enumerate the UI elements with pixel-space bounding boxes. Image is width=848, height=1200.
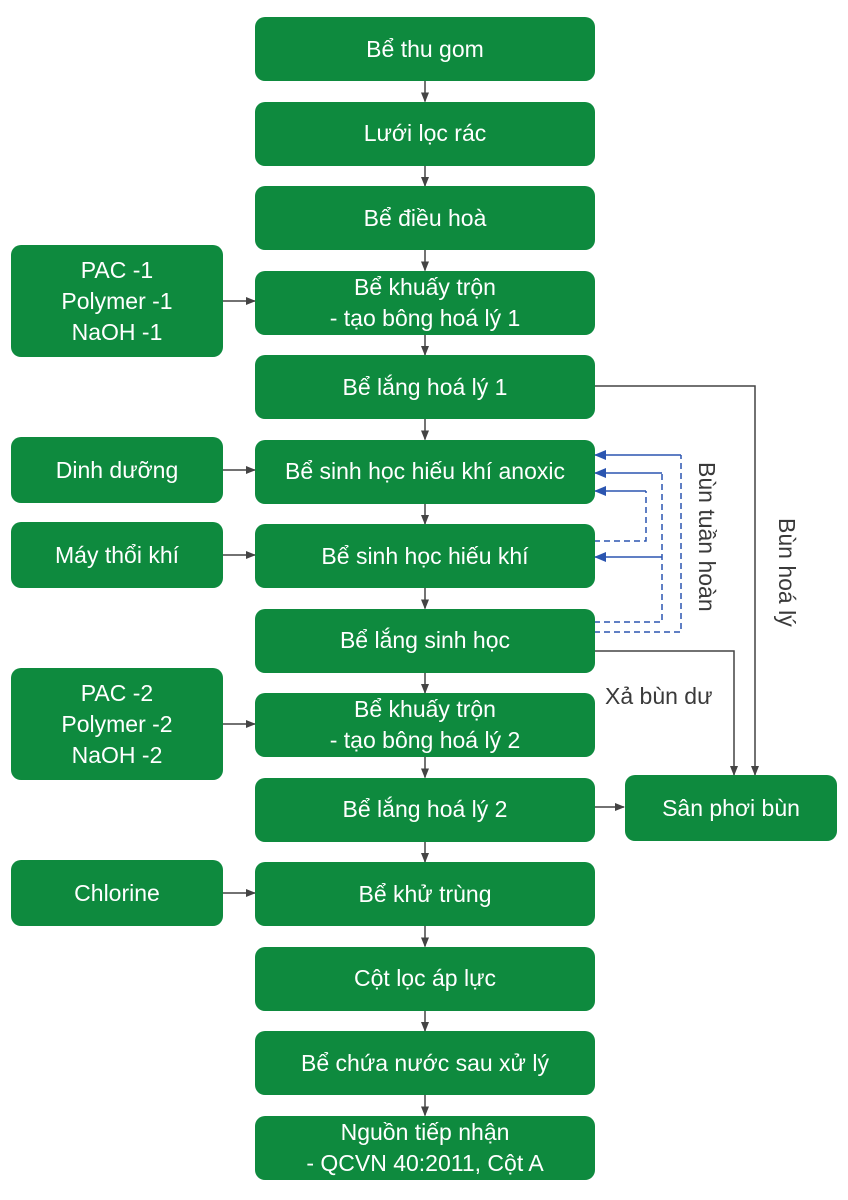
- process-step-be-lang-hoa-ly-2: Bể lắng hoá lý 2: [255, 777, 595, 842]
- excess-sludge-label: Xả bùn dư: [605, 683, 713, 709]
- recirc-dashed-a: [594, 455, 682, 633]
- process-step-be-lang-sinh-hoc: Bể lắng sinh học: [255, 608, 595, 673]
- process-step-label: Bể lắng sinh học: [339, 627, 511, 653]
- process-step-label: Cột lọc áp lực: [354, 965, 496, 991]
- input-label: Polymer -2: [61, 710, 173, 737]
- process-step-label: Bể sinh học hiếu khí: [321, 542, 529, 569]
- input-may-thoi-khi: Máy thổi khí: [11, 522, 223, 588]
- recirc-dashed-c: [594, 491, 647, 542]
- process-step-label: Lưới lọc rác: [363, 120, 487, 146]
- input-label: Polymer -1: [61, 287, 173, 314]
- process-step-label: Bể sinh học hiếu khí anoxic: [284, 458, 565, 484]
- process-step-label: Bể khuấy trộn: [354, 273, 496, 300]
- process-step-be-khuay-tron: Bể khuấy trộn - tạo bông hoá lý 1: [255, 270, 595, 335]
- process-step-be-khuay-tron: Bể khuấy trộn - tạo bông hoá lý 2: [255, 693, 595, 757]
- process-step-be-sinh-hoc-hieu-khi: Bể sinh học hiếu khí: [255, 524, 595, 588]
- input-pac-2: PAC -2 Polymer -2 NaOH -2: [11, 668, 223, 780]
- input-pac-1: PAC -1 Polymer -1 NaOH -1: [11, 245, 223, 357]
- input-arrows: [223, 297, 256, 897]
- process-step-label: - QCVN 40:2011, Cột A: [306, 1149, 544, 1176]
- process-step-label: Bể thu gom: [366, 35, 484, 62]
- recirculation-lines: [594, 450, 682, 633]
- input-label: Máy thổi khí: [55, 541, 179, 568]
- process-step-label: Nguồn tiếp nhận: [340, 1118, 510, 1145]
- sludge-drying-bed-box: Sân phơi bùn: [625, 775, 837, 841]
- input-label: Dinh dưỡng: [55, 456, 179, 483]
- process-step-be-dieu-hoa: Bể điều hoà: [255, 186, 595, 250]
- process-step-cot-loc-ap-luc: Cột lọc áp lực: [255, 946, 595, 1011]
- process-step-label: Bể điều hoà: [363, 204, 487, 231]
- process-step-be-thu-gom: Bể thu gom: [255, 17, 595, 81]
- process-step-label: Bể lắng hoá lý 2: [342, 796, 508, 822]
- process-step-be-khu-trung: Bể khử trùng: [255, 862, 595, 926]
- input-label: PAC -1: [80, 256, 154, 283]
- chemical-sludge-line: [594, 385, 759, 776]
- process-step-nguon-tiep-nhan: Nguồn tiếp nhận - QCVN 40:2011, Cột A: [255, 1115, 595, 1180]
- process-step-label: Bể khử trùng: [358, 880, 492, 907]
- recirculated-sludge-label: Bùn tuần hoàn: [694, 462, 720, 612]
- input-label: NaOH -2: [71, 741, 163, 768]
- input-dinh-duong: Dinh dưỡng: [11, 437, 223, 503]
- process-step-label: - tạo bông hoá lý 1: [329, 304, 521, 331]
- process-step-luoi-loc-rac: Lưới lọc rác: [255, 101, 595, 166]
- process-step-be-sinh-hoc-hieu-khi-anoxic: Bể sinh học hiếu khí anoxic: [255, 439, 595, 504]
- input-label: NaOH -1: [71, 318, 163, 345]
- sludge-drying-bed-label: Sân phơi bùn: [662, 794, 800, 821]
- process-step-label: Bể khuấy trộn: [354, 696, 496, 722]
- recirc-dashed-b: [594, 473, 663, 623]
- process-step-label: Bể lắng hoá lý 1: [342, 373, 508, 400]
- chemical-sludge-label: Bùn hoá lý: [774, 518, 800, 627]
- input-chlorine: Chlorine: [11, 860, 223, 926]
- process-step-label: Bể chứa nước sau xử lý: [301, 1049, 549, 1076]
- process-step-be-chua-nuoc-sau-xu-ly: Bể chứa nước sau xử lý: [255, 1031, 595, 1095]
- input-label: Chlorine: [74, 879, 160, 906]
- process-step-be-lang-hoa-ly-1: Bể lắng hoá lý 1: [255, 355, 595, 419]
- excess-sludge-line: [594, 650, 738, 776]
- process-step-label: - tạo bông hoá lý 2: [329, 727, 521, 753]
- input-label: PAC -2: [80, 679, 154, 706]
